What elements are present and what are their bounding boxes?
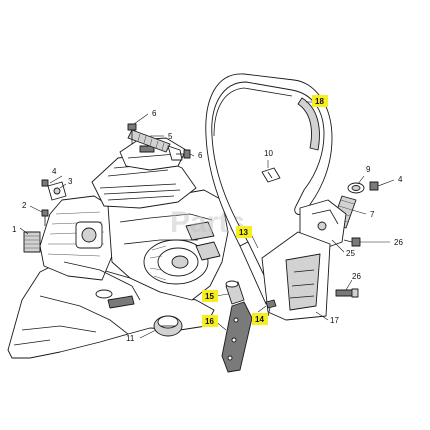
label-part-6-right: 6 [198,151,203,160]
part-4-screw-left [41,179,49,187]
label-part-7: 7 [370,210,375,219]
part-3-bracket [47,181,67,201]
label-part-26-lower: 26 [352,272,361,281]
label-part-25: 25 [346,249,355,258]
part-16-rail [221,301,253,373]
part-10-nut [261,167,281,183]
label-part-16: 16 [205,317,214,326]
highlight-box-15 [202,290,218,302]
part-5-cable [127,129,183,161]
label-part-2: 2 [22,201,27,210]
label-part-1: 1 [12,225,17,234]
chainsaw-body [7,137,229,359]
part-15-sleeve [225,280,245,305]
label-part-9: 9 [366,165,371,174]
highlight-box-18 [312,95,328,107]
part-17-bracket [261,231,331,321]
part-14-screw [265,299,277,317]
label-part-4-right: 4 [398,175,403,184]
highlight-box-13 [236,226,252,238]
part-9-washer [347,182,365,194]
label-part-18: 18 [315,97,324,106]
label-part-26-upper: 26 [394,238,403,247]
label-part-4-left: 4 [52,167,57,176]
part-11-cap [153,315,183,337]
part-6-screw-right [176,149,191,159]
part-1-spring [23,231,41,253]
label-part-14: 14 [255,315,264,324]
highlight-boxes [202,95,328,327]
highlight-box-16 [202,315,218,327]
part-4-screw-right [369,181,379,191]
label-part-15: 15 [205,292,214,301]
label-part-5: 5 [168,132,173,141]
label-part-10: 10 [264,149,273,158]
label-part-11: 11 [126,334,135,343]
label-part-3: 3 [68,177,73,186]
label-part-13: 13 [239,228,248,237]
highlight-box-14 [252,313,268,325]
part-6-screw-top [127,123,137,144]
label-part-17: 17 [330,316,339,325]
part-18-handlebar [205,73,333,305]
label-part-6-top: 6 [152,109,157,118]
part-26-bolt-lower [335,288,359,298]
part-2-screw [41,209,49,226]
part-labels: 6 5 6 4 3 2 1 10 9 4 7 25 26 26 17 11 18… [12,97,403,343]
part-26-bolt-upper [343,237,361,247]
